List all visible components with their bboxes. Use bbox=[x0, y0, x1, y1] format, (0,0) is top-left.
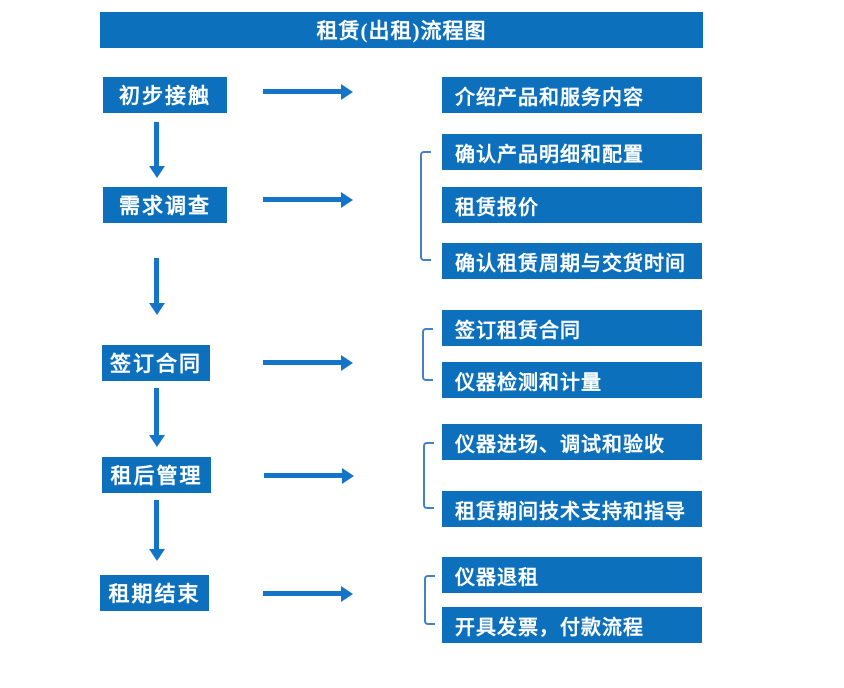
down-arrow-3 bbox=[149, 388, 165, 447]
step-box-demand-survey: 需求调查 bbox=[103, 187, 227, 223]
detail-box-invoice-payment: 开具发票，付款流程 bbox=[442, 607, 702, 643]
step-box-initial-contact: 初步接触 bbox=[103, 77, 227, 113]
detail-box-instrument-return: 仪器退租 bbox=[442, 557, 702, 593]
detail-box-tech-support-guidance: 租赁期间技术支持和指导 bbox=[442, 491, 702, 527]
bracket-group-3 bbox=[422, 328, 433, 381]
detail-box-rental-quote: 租赁报价 bbox=[442, 187, 702, 223]
detail-box-instrument-setup-acceptance: 仪器进场、调试和验收 bbox=[442, 424, 702, 460]
down-arrow-1 bbox=[149, 122, 165, 178]
step-box-sign-contract: 签订合同 bbox=[102, 345, 210, 381]
detail-box-confirm-product-details-config: 确认产品明细和配置 bbox=[442, 134, 702, 170]
bracket-group-4 bbox=[423, 442, 434, 509]
right-arrow-2 bbox=[263, 192, 353, 208]
bracket-group-5 bbox=[424, 575, 435, 625]
right-arrow-1 bbox=[263, 84, 353, 100]
detail-box-confirm-period-delivery: 确认租赁周期与交货时间 bbox=[442, 243, 702, 279]
down-arrow-4 bbox=[149, 500, 165, 561]
detail-box-sign-lease-contract: 签订租赁合同 bbox=[442, 310, 702, 346]
detail-box-instrument-inspection-metering: 仪器检测和计量 bbox=[442, 362, 702, 398]
down-arrow-2 bbox=[149, 258, 165, 315]
detail-box-introduce-products-services: 介绍产品和服务内容 bbox=[442, 77, 702, 113]
step-box-post-rental-management: 租后管理 bbox=[102, 457, 211, 493]
right-arrow-5 bbox=[263, 586, 353, 602]
bracket-group-2 bbox=[420, 151, 431, 261]
right-arrow-3 bbox=[263, 355, 353, 371]
title-bar: 租赁(出租)流程图 bbox=[100, 12, 703, 48]
right-arrow-4 bbox=[264, 468, 354, 484]
step-box-lease-end: 租期结束 bbox=[100, 575, 209, 611]
page-title: 租赁(出租)流程图 bbox=[316, 19, 487, 43]
